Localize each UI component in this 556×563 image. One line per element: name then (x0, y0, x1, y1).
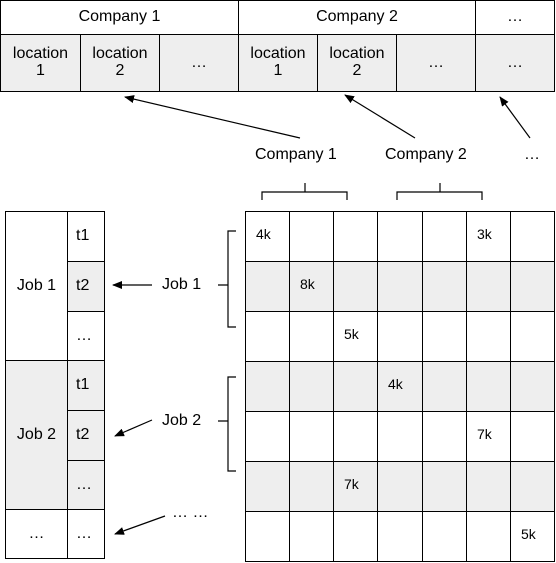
arrow (114, 515, 166, 535)
matrix-value: 5k (344, 326, 359, 342)
matrix-cell: 7k (333, 461, 378, 512)
task-cell: … (67, 509, 105, 559)
task-cell: t1 (67, 360, 105, 411)
job-cell: Job 2 (5, 360, 68, 510)
row-label-job-1: Job 1 (162, 276, 202, 293)
task-text: … (76, 524, 92, 542)
matrix-value: 4k (388, 376, 403, 392)
task-cell: t2 (67, 261, 105, 312)
matrix-cell (510, 261, 555, 312)
job-text: Job 2 (16, 425, 57, 443)
matrix-cell (510, 361, 555, 412)
location-text: location 1 (250, 45, 306, 79)
matrix-cell: 5k (510, 511, 555, 562)
company-1-header-text: Company 1 (78, 8, 161, 26)
task-cell: t2 (67, 410, 105, 461)
row-label-more: … … (172, 504, 209, 521)
task-text: t2 (76, 426, 90, 444)
task-text: t1 (76, 227, 90, 245)
matrix-value: 3k (477, 226, 492, 242)
location-cell: location 2 (80, 34, 160, 92)
location-cell: … (396, 34, 476, 92)
matrix-value: 7k (344, 476, 359, 492)
location-text: … (191, 53, 207, 71)
column-brace (396, 183, 483, 200)
arrow (114, 419, 153, 437)
task-text: t2 (76, 277, 90, 295)
task-text: … (76, 326, 92, 344)
matrix-value: 5k (521, 526, 536, 542)
arrow (499, 96, 531, 139)
job-text: … (28, 524, 45, 542)
job-text: Job 1 (16, 276, 57, 294)
matrix-value: 7k (477, 426, 492, 442)
matrix-value: 8k (300, 276, 315, 292)
matrix-cell: 8k (289, 261, 334, 312)
matrix-cell: 4k (377, 361, 423, 412)
row-brace (218, 230, 236, 328)
assignment-matrix: 4k 3k 8k 5k 4k 7k 7k 5k (245, 211, 555, 562)
location-text: … (507, 53, 523, 71)
location-cell: … (159, 34, 239, 92)
column-brace (261, 183, 348, 200)
location-text: … (428, 53, 444, 71)
company-2-header-text: Company 2 (316, 8, 398, 26)
location-cell: location 2 (317, 34, 397, 92)
column-label-company-1: Company 1 (255, 146, 337, 163)
row-brace (218, 376, 236, 472)
task-text: … (76, 475, 92, 493)
location-text: location 2 (92, 45, 148, 79)
location-cell: location 1 (238, 34, 318, 92)
more-companies-header-text: … (507, 8, 523, 26)
location-text: location 2 (329, 45, 385, 79)
task-text: t1 (76, 376, 90, 394)
arrow (344, 94, 416, 139)
location-text: location 1 (12, 45, 69, 79)
column-label-company-2: Company 2 (385, 146, 467, 163)
matrix-cell (245, 461, 290, 512)
arrow (124, 95, 301, 139)
task-cell: … (67, 460, 105, 510)
matrix-cell (466, 461, 511, 512)
row-label-job-2: Job 2 (162, 412, 202, 429)
matrix-cell (245, 361, 290, 412)
column-label-more: … (524, 146, 540, 163)
matrix-value: 4k (256, 226, 271, 242)
location-cell: … (475, 34, 555, 92)
